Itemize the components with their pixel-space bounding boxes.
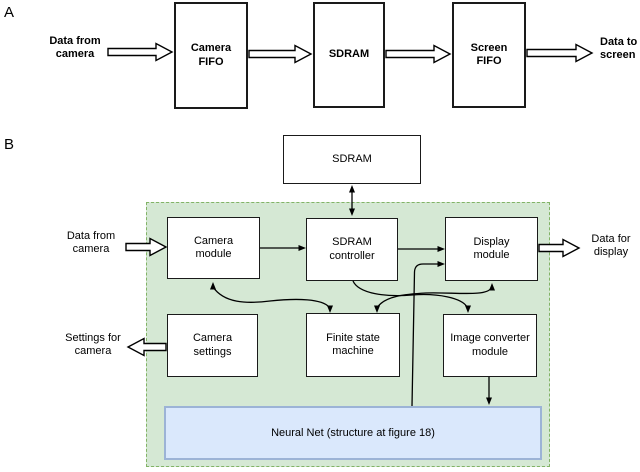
label-settings-for-camera: Settings for camera: [65, 332, 121, 357]
section-a-label: A: [4, 4, 15, 21]
label-data-to-screen: Data to screen: [600, 36, 638, 61]
box-neural-net-label: Neural Net (structure at figure 18): [271, 427, 435, 439]
hollow-arrow-output-a: [526, 43, 594, 63]
box-sdram-b-label: SDRAM: [332, 152, 372, 165]
box-sdram-controller: SDRAM controller: [306, 218, 398, 281]
box-camera-module: Camera module: [167, 217, 260, 279]
hollow-arrow-input-a: [107, 42, 174, 62]
box-screen-fifo: Screen FIFO: [452, 2, 526, 108]
label-data-from-camera-b: Data from camera: [66, 230, 116, 255]
section-b-label: B: [4, 136, 15, 153]
hollow-arrow-camerafifo-sdram: [248, 44, 313, 64]
box-image-converter-label: Image converter module: [450, 332, 530, 358]
box-image-converter: Image converter module: [443, 314, 537, 377]
box-screen-fifo-label: Screen FIFO: [470, 41, 508, 67]
box-finite-state-machine-label: Finite state machine: [326, 331, 380, 357]
box-sdram-b: SDRAM: [283, 135, 421, 184]
box-camera-fifo: Camera FIFO: [174, 2, 248, 109]
box-sdram-a: SDRAM: [313, 2, 385, 108]
hollow-arrow-sdram-screenfifo: [385, 44, 452, 64]
box-display-module: Display module: [445, 217, 538, 281]
head-up-sdram: [349, 185, 355, 193]
box-camera-module-label: Camera module: [193, 234, 234, 260]
label-data-from-camera-a: Data from camera: [49, 35, 101, 60]
box-camera-settings-label: Camera settings: [192, 332, 233, 358]
box-sdram-controller-label: SDRAM controller: [329, 236, 375, 262]
box-sdram-a-label: SDRAM: [328, 48, 370, 61]
box-camera-fifo-label: Camera FIFO: [190, 42, 232, 68]
label-data-for-display: Data for display: [591, 233, 631, 258]
box-camera-settings: Camera settings: [167, 314, 258, 377]
box-display-module-label: Display module: [473, 235, 510, 261]
box-finite-state-machine: Finite state machine: [306, 313, 400, 377]
box-neural-net: Neural Net (structure at figure 18): [164, 406, 542, 460]
